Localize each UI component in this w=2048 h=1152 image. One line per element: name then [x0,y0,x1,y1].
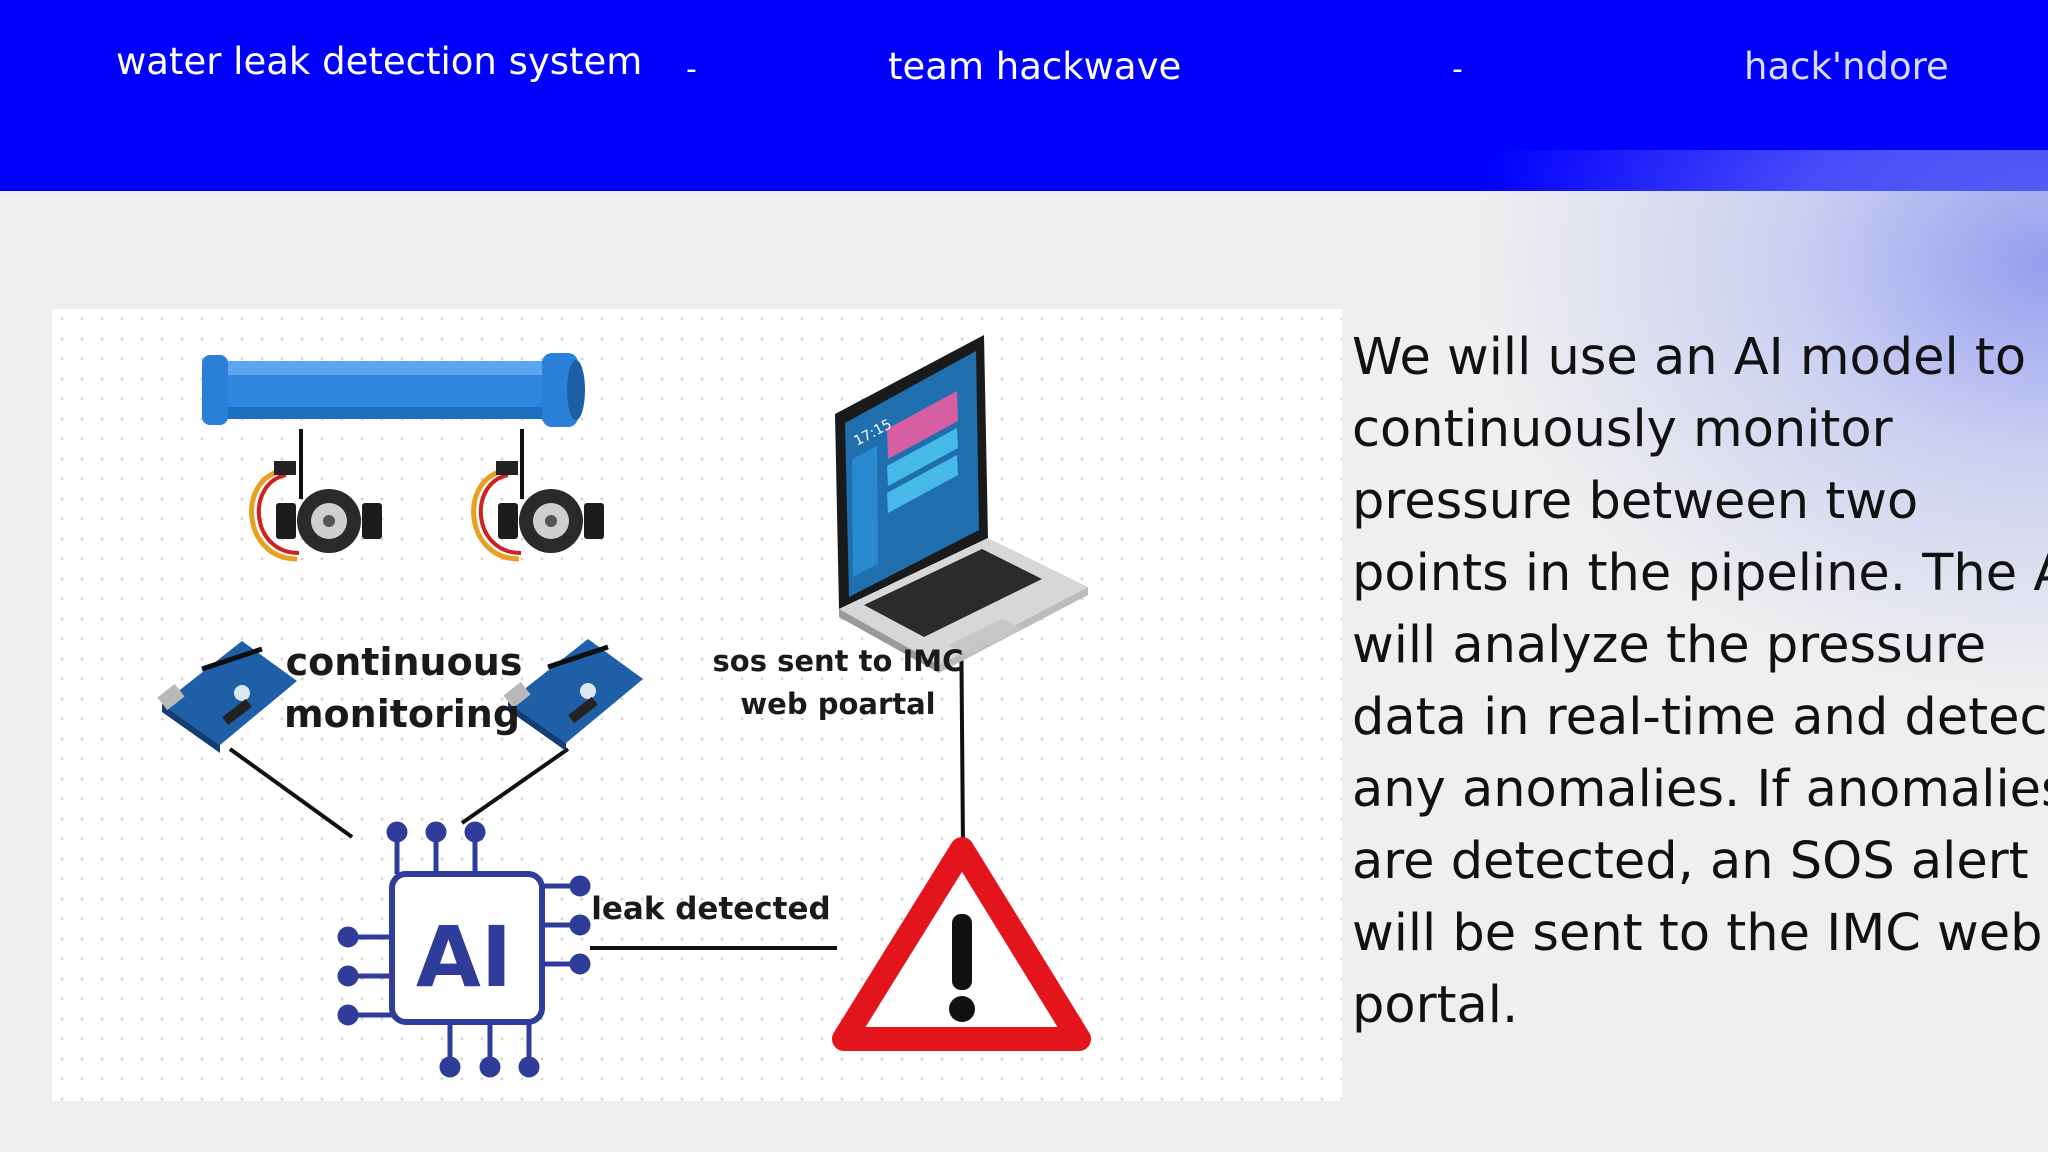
description-line: any anomalies. If anomalies [1352,760,2048,819]
system-diagram: continuous monitoring [52,309,1342,1101]
separator: - [686,52,697,87]
arduino-board-icon [157,641,297,753]
sos-label: sos sent to IMC [713,644,964,678]
ai-chip-icon [337,821,591,1078]
description-line: will analyze the pressure [1352,616,1987,675]
laptop-icon: 17:15 [835,335,1088,673]
warning-icon [832,837,1091,1051]
description-line: points in the pipeline. The AI [1352,544,2048,603]
description-line: data in real-time and detect [1352,688,2048,747]
description-line: continuously monitor [1352,400,1893,459]
monitoring-label: monitoring [284,692,520,736]
description-text: We will use an AI model to continuously … [1352,322,2048,1042]
team-name: team hackwave [888,45,1182,88]
leak-detected-label: leak detected [591,891,830,927]
description-line: pressure between two [1352,472,1919,531]
flow-sensor-icon [249,461,382,562]
arduino-board-icon [503,639,643,751]
event-name: hack'ndore [1744,45,1949,88]
separator: - [1452,52,1463,87]
description-line: will be sent to the IMC web [1352,904,2043,963]
description-line: portal. [1352,976,1519,1035]
sos-label: web poartal [740,687,935,721]
project-title: water leak detection system [116,40,643,83]
ai-chip-label: AI [416,908,512,1006]
monitoring-label: continuous [286,640,523,684]
header-bar: water leak detection system - team hackw… [0,0,2048,191]
flow-sensor-icon [471,461,604,562]
pipe-icon [202,353,585,427]
description-line: We will use an AI model to [1352,328,2027,387]
connector-lines [228,429,965,950]
background-glow [1450,150,2048,710]
description-line: are detected, an SOS alert [1352,832,2029,891]
